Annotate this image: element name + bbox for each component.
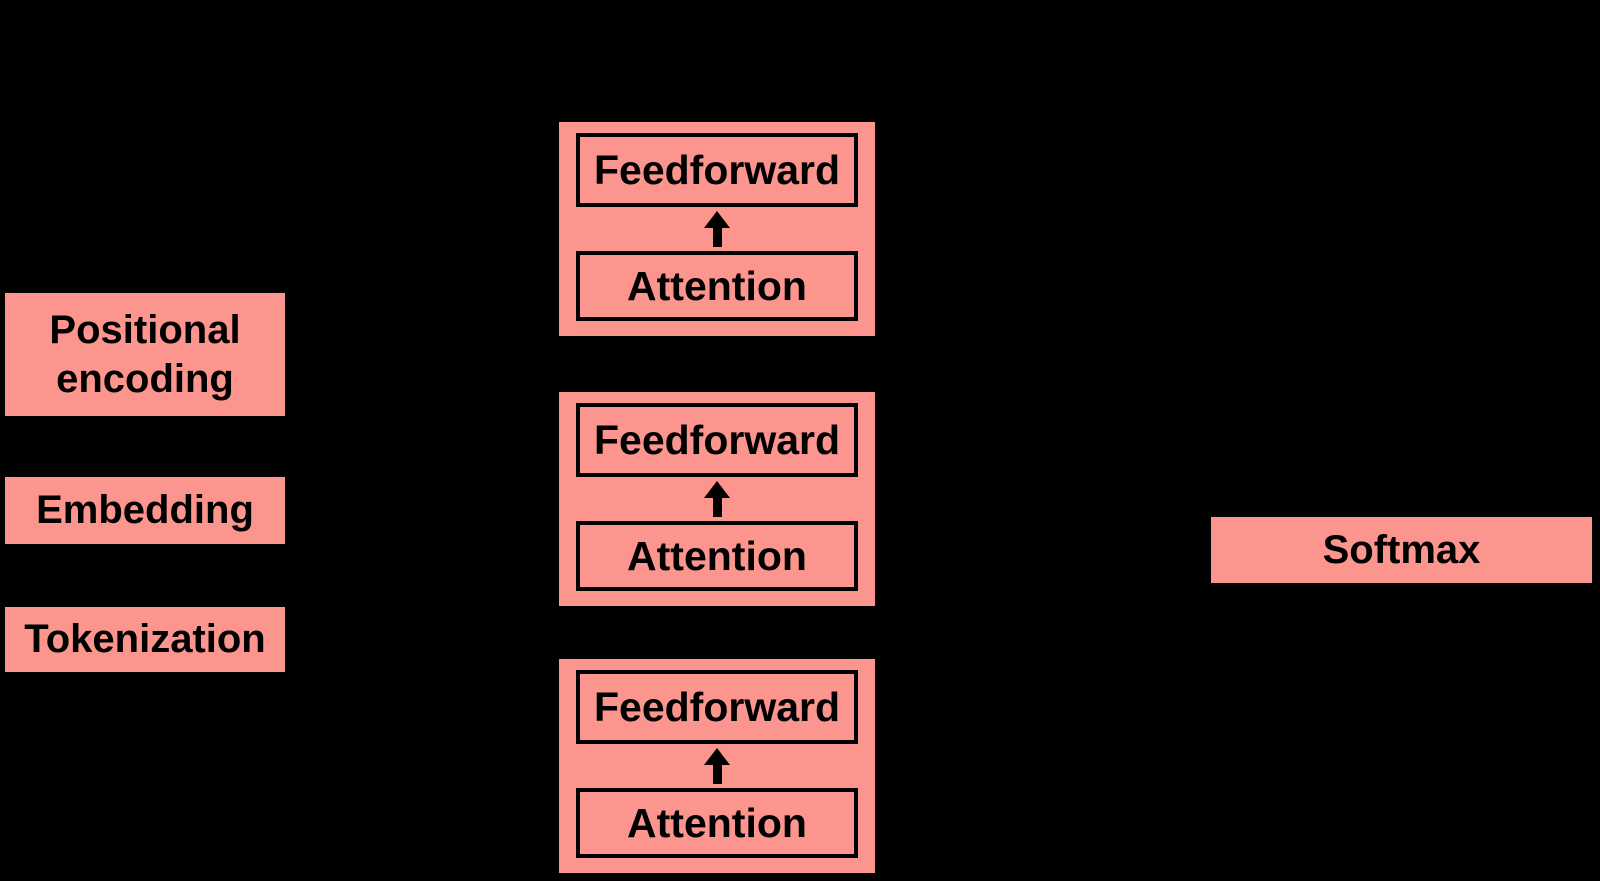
up-arrow-head xyxy=(704,748,730,765)
up-arrow-stem xyxy=(712,765,722,784)
block-arrow-area xyxy=(576,207,858,251)
up-arrow-icon xyxy=(704,481,730,517)
tokenization-label: Tokenization xyxy=(24,617,266,661)
block-arrow-area xyxy=(576,744,858,788)
transformer-block-3: Feedforward Attention xyxy=(559,659,875,873)
attention-label: Attention xyxy=(627,799,807,846)
attention-box: Attention xyxy=(576,251,858,321)
embedding-box: Embedding xyxy=(5,477,285,544)
embedding-label: Embedding xyxy=(36,488,254,532)
block-arrow-area xyxy=(576,477,858,521)
up-arrow-stem xyxy=(712,228,722,247)
positional-encoding-box: Positional encoding xyxy=(5,293,285,416)
attention-box: Attention xyxy=(576,521,858,591)
attention-label: Attention xyxy=(627,262,807,309)
feedforward-label: Feedforward xyxy=(593,146,841,193)
feedforward-box: Feedforward xyxy=(576,403,858,477)
feedforward-label: Feedforward xyxy=(593,416,841,463)
transformer-block-1: Feedforward Attention xyxy=(559,122,875,336)
up-arrow-icon xyxy=(704,211,730,247)
positional-encoding-label: Positional encoding xyxy=(49,307,241,401)
attention-box: Attention xyxy=(576,788,858,858)
softmax-box: Softmax xyxy=(1211,517,1592,583)
up-arrow-head xyxy=(704,481,730,498)
up-arrow-stem xyxy=(712,498,722,517)
up-arrow-head xyxy=(704,211,730,228)
feedforward-label: Feedforward xyxy=(593,683,841,730)
feedforward-box: Feedforward xyxy=(576,133,858,207)
up-arrow-icon xyxy=(704,748,730,784)
softmax-label: Softmax xyxy=(1322,527,1481,572)
tokenization-box: Tokenization xyxy=(5,607,285,672)
transformer-block-2: Feedforward Attention xyxy=(559,392,875,606)
feedforward-box: Feedforward xyxy=(576,670,858,744)
attention-label: Attention xyxy=(627,532,807,579)
